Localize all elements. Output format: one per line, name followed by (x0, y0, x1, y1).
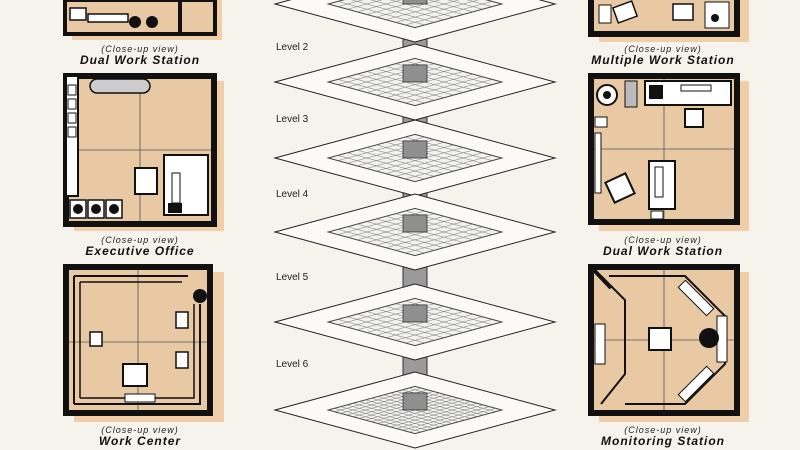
caption-note: (Close-up view) (624, 235, 702, 245)
floor-plan (63, 0, 222, 40)
floor-plate (273, 43, 557, 121)
room-monitoring-station (585, 264, 755, 424)
room-multiple-work-station (585, 0, 755, 42)
floor-plan (63, 264, 224, 422)
floor-plan (588, 264, 749, 422)
level-label: Level 6 (276, 359, 309, 370)
caption-title: Executive Office (85, 244, 195, 258)
caption-note: (Close-up view) (101, 425, 179, 435)
level-label: Level 3 (276, 114, 309, 125)
caption-title: Work Center (98, 434, 182, 448)
room-dual-work-station-left (60, 0, 225, 40)
floor-plan (588, 0, 749, 42)
room-executive-office (60, 73, 230, 233)
floor-plate (273, 119, 557, 197)
level-label: Level 4 (276, 189, 309, 200)
floor-plate (273, 371, 557, 449)
caption-note: (Close-up view) (101, 235, 179, 245)
level-label: Level 2 (276, 42, 309, 53)
floor-plan (63, 73, 224, 231)
floor-plate (273, 283, 557, 361)
caption-note: (Close-up view) (624, 44, 702, 54)
floor-plate (273, 193, 557, 271)
caption-title: Dual Work Station (79, 53, 201, 67)
caption-title: Dual Work Station (602, 244, 724, 258)
level-label: Level 5 (276, 272, 309, 283)
caption-title: Multiple Work Station (591, 53, 735, 67)
caption-title: Monitoring Station (601, 434, 725, 448)
isometric-level-stack (273, 0, 557, 449)
caption-note: (Close-up view) (101, 44, 179, 54)
floor-plan (588, 73, 749, 231)
caption-note: (Close-up view) (624, 425, 702, 435)
room-dual-work-station-right (585, 73, 755, 233)
room-work-center (60, 264, 230, 424)
floor-plate (273, 0, 557, 43)
